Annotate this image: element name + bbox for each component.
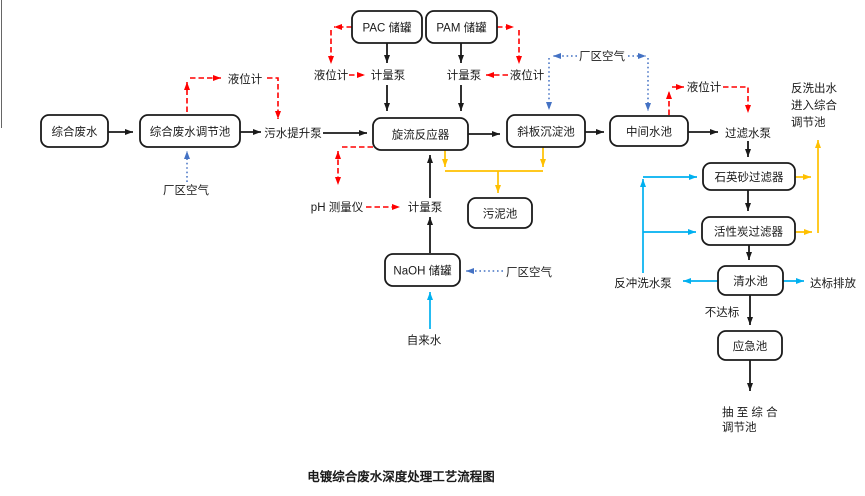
pump-to-line1: 抽 至 综 合 [722,405,778,419]
plant-air-label-3: 厂区空气 [506,265,552,279]
cyclone-reactor-label: 旋流反应器 [392,128,450,142]
node-inclined-plate-settler: 斜板沉淀池 [506,114,586,148]
inclined-plate-settler-label: 斜板沉淀池 [517,125,575,139]
pump-to-line2: 调节池 [722,421,757,434]
metering-pump-label-2: 计量泵 [447,69,482,82]
node-emergency-tank: 应急池 [717,330,783,361]
raw-wastewater-box [40,114,109,148]
backwash-out-line1: 反洗出水 [791,81,837,95]
sludge-tank-box [467,197,533,229]
naoh-tank-box [384,253,461,287]
regulating-tank-label: 综合废水调节池 [150,125,231,139]
plant-air-label-1: 厂区空气 [163,183,209,197]
tap-water-label: 自来水 [407,334,442,347]
pac-tank-label: PAC 储罐 [363,21,412,35]
metering-pump-label-1: 计量泵 [371,69,406,82]
ph-meter-label: pH 测量仪 [311,201,364,214]
backwash-out-line3: 调节池 [791,116,826,129]
node-quartz-sand-filter: 石英砂过滤器 [702,162,796,191]
pam-tank-label: PAM 储罐 [436,21,487,35]
black-process-lines [108,43,753,391]
standard-discharge-label: 达标排放 [810,276,856,290]
free-labels: 污水提升泵 液位计 厂区空气 液位计 计量泵 计量泵 液位计 厂区空气 液位计 … [163,49,856,434]
node-activated-carbon-filter: 活性炭过滤器 [701,216,796,246]
inclined-plate-settler-box [506,114,586,148]
level-gauge-label-2: 液位计 [314,68,349,82]
yellow-sludge-lines [442,140,821,235]
level-gauge-label-4: 液位计 [687,80,722,94]
node-intermediate-tank: 中间水池 [609,115,689,147]
pam-tank-box [425,10,498,44]
cyclone-reactor-box [372,117,469,151]
not-up-to-standard-label: 不达标 [705,305,740,319]
intermediate-tank-label: 中间水池 [626,126,672,139]
activated-carbon-filter-label: 活性炭过滤器 [714,225,783,239]
activated-carbon-filter-box [701,216,796,246]
backwash-out-text-block: 反洗出水 进入综合 调节池 [791,81,837,129]
quartz-sand-filter-box [702,162,796,191]
node-pam-tank: PAM 储罐 [425,10,498,44]
arrow-levelgauge4-to-filterpump [723,86,751,113]
backwash-out-line2: 进入综合 [791,98,837,112]
naoh-tank-label: NaOH 储罐 [393,264,452,278]
pump-to-regulating-text-block: 抽 至 综 合 调节池 [722,405,778,434]
node-clean-water-tank: 清水池 [717,265,784,296]
plant-air-label-2: 厂区空气 [579,49,625,63]
clean-water-tank-box [717,265,784,296]
level-gauge-label-3: 液位计 [510,68,545,82]
raw-wastewater-label: 综合废水 [52,125,98,139]
cyan-water-lines [427,174,804,329]
clean-water-tank-label: 清水池 [733,275,768,288]
red-instrument-lines [184,24,751,210]
node-sludge-tank: 污泥池 [467,197,533,229]
sewage-lift-pump-label: 污水提升泵 [264,126,322,140]
node-raw-wastewater: 综合废水 [40,114,109,148]
backwash-pump-label: 反冲洗水泵 [614,276,672,290]
node-pac-tank: PAC 储罐 [351,10,423,44]
pac-tank-box [351,10,423,44]
intermediate-tank-box [609,115,689,147]
emergency-tank-label: 应急池 [733,339,768,353]
node-regulating-tank: 综合废水调节池 [139,114,241,148]
sludge-tank-label: 污泥池 [483,208,518,221]
blue-air-lines [184,53,651,274]
node-naoh-tank: NaOH 储罐 [384,253,461,287]
filter-pump-label: 过滤水泵 [725,127,771,140]
regulating-tank-box [139,114,241,148]
level-gauge-label-1: 液位计 [228,72,263,86]
arrow-levelgauge1-to-liftpump [267,77,281,119]
metering-pump-label-3: 计量泵 [408,201,443,214]
emergency-tank-box [717,330,783,361]
node-cyclone-reactor: 旋流反应器 [372,117,469,151]
quartz-sand-filter-label: 石英砂过滤器 [715,170,784,184]
diagram-title: 电镀综合废水深度处理工艺流程图 [307,469,495,484]
